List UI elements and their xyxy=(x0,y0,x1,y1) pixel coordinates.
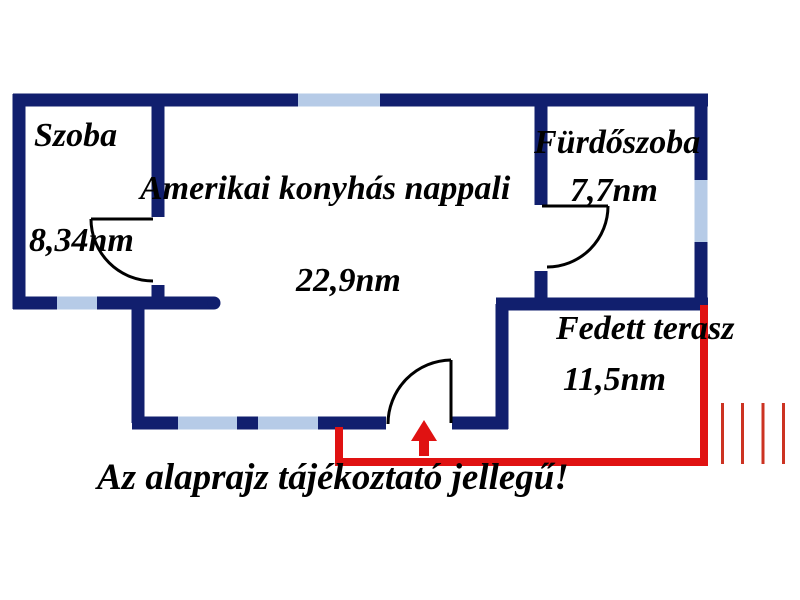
windows xyxy=(57,93,708,430)
room-name-terasz: Fedett terasz xyxy=(556,310,735,347)
terrace-markings xyxy=(335,305,785,466)
wall-szoba-bottom-endcap xyxy=(207,296,221,310)
entrance-arrow-icon xyxy=(411,420,437,456)
room-area-nappali: 22,9nm xyxy=(296,262,401,299)
disclaimer-text: Az alaprajz tájékoztató jellegű! xyxy=(97,457,569,498)
terrace-outline xyxy=(335,305,708,466)
room-name-nappali: Amerikai konyhás nappali xyxy=(140,170,511,207)
room-name-szoba: Szoba xyxy=(34,117,118,154)
door-szoba-swing xyxy=(89,218,154,283)
room-area-terasz: 11,5nm xyxy=(563,361,666,398)
room-area-szoba: 8,34nm xyxy=(29,222,134,259)
door-bathroom-swing xyxy=(546,205,610,269)
walls xyxy=(12,93,708,430)
room-name-furdoszoba: Fürdőszoba xyxy=(534,124,701,161)
doors xyxy=(89,204,610,425)
room-area-furdoszoba: 7,7nm xyxy=(570,172,658,209)
door-entrance-swing xyxy=(386,358,452,425)
